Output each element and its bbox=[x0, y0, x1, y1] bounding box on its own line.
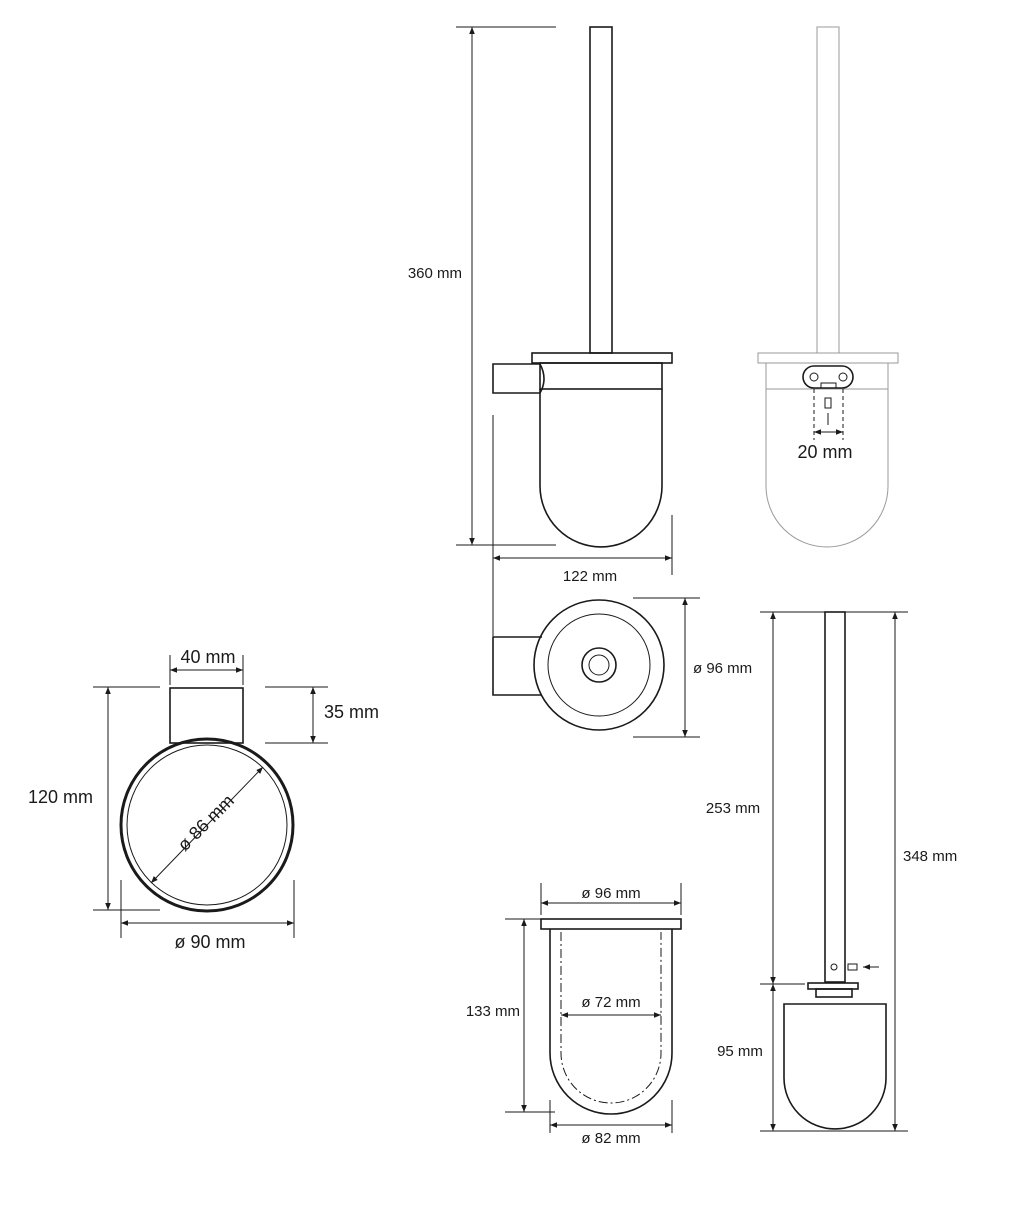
cup-rim bbox=[540, 918, 682, 930]
label-348: 348 mm bbox=[903, 848, 957, 865]
cup-collar bbox=[539, 362, 663, 390]
label-360: 360 mm bbox=[408, 265, 462, 282]
label-90: ø 90 mm bbox=[174, 932, 245, 952]
label-86: ø 86 mm bbox=[174, 791, 238, 855]
front-view: 360 mm 122 mm bbox=[408, 26, 673, 650]
mounting-plate bbox=[802, 365, 854, 389]
handle-ring bbox=[581, 647, 617, 683]
label-72: ø 72 mm bbox=[581, 994, 640, 1011]
label-82: ø 82 mm bbox=[581, 1130, 640, 1147]
dim-86 bbox=[150, 766, 264, 884]
cup-body bbox=[539, 389, 663, 548]
ring-inner bbox=[126, 744, 288, 906]
bracket-body bbox=[169, 687, 244, 744]
label-95: 95 mm bbox=[717, 1043, 763, 1060]
section-view: 40 mm 35 mm 120 mm ø 86 mm ø 90 mm bbox=[28, 647, 379, 952]
label-122: 122 mm bbox=[563, 568, 617, 585]
top-view: ø 96 mm bbox=[492, 597, 752, 738]
label-120: 120 mm bbox=[28, 787, 93, 807]
label-96-top: ø 96 mm bbox=[693, 660, 752, 677]
label-96-cup: ø 96 mm bbox=[581, 885, 640, 902]
handle-core bbox=[588, 654, 610, 676]
lid-rim bbox=[531, 352, 673, 364]
brush-head bbox=[783, 1003, 887, 1130]
brush-handle bbox=[589, 26, 613, 354]
back-view: 20 mm bbox=[757, 26, 899, 548]
brush-view: 253 mm 95 mm 348 mm bbox=[706, 611, 957, 1132]
lid-inner bbox=[547, 613, 651, 717]
label-40: 40 mm bbox=[180, 647, 235, 667]
wall-bracket bbox=[492, 363, 545, 394]
ring-outer bbox=[119, 737, 295, 913]
cup-view: ø 96 mm ø 72 mm 133 mm ø 82 mm bbox=[466, 883, 682, 1147]
screw-hole-right bbox=[838, 372, 848, 382]
brush-shaft bbox=[824, 611, 846, 983]
cup-inner-dashed bbox=[560, 932, 662, 1104]
lid-outer bbox=[533, 599, 665, 731]
screw-hole-left bbox=[809, 372, 819, 382]
label-20: 20 mm bbox=[797, 442, 852, 462]
cup-outline bbox=[549, 929, 673, 1115]
top-bracket bbox=[492, 636, 542, 696]
label-133: 133 mm bbox=[466, 1003, 520, 1020]
label-253: 253 mm bbox=[706, 800, 760, 817]
label-35: 35 mm bbox=[324, 702, 379, 722]
